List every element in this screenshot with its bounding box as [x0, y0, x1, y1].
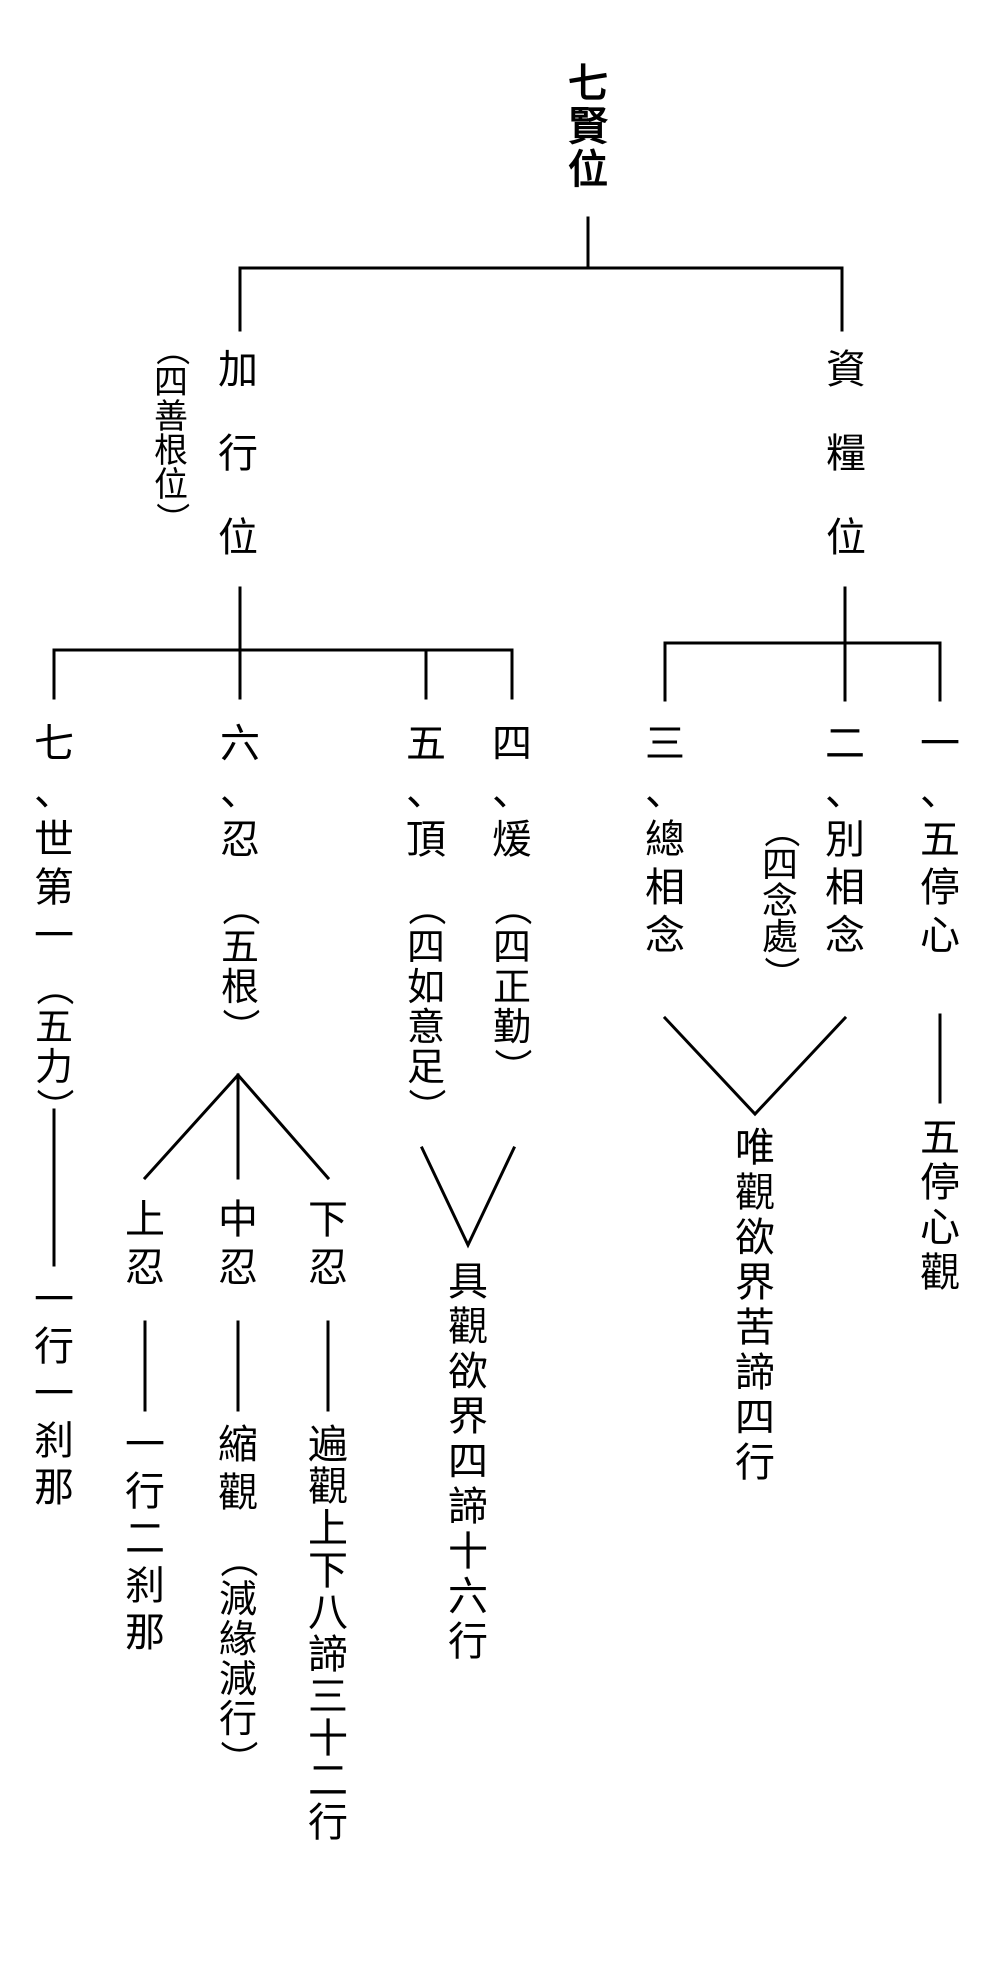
line-second-third-v [662, 1015, 848, 1117]
stage-sixth-name: 六、忍 [220, 721, 260, 863]
stage-fourth-note: （四正勤） [489, 887, 534, 1087]
stage-sixth-middle-name: 中忍 [218, 1197, 258, 1291]
second-third-practice: 唯觀欲界苦諦四行 [735, 1125, 775, 1486]
stage-fifth-note: （四如意足） [403, 887, 448, 1127]
prep-title: 加行位 [218, 347, 258, 561]
stage-fourth-name: 四、煖 [492, 721, 532, 863]
fourth-fifth-practice: 具觀欲界四諦十六行 [448, 1259, 488, 1665]
stage-sixth-middle-practice-note: （減緣減行） [215, 1539, 260, 1779]
stage-fifth-name: 五、頂 [406, 721, 446, 863]
provision-title: 資糧位 [826, 347, 866, 561]
stage-seventh-name: 七、世第一 [34, 721, 74, 959]
stage-second-note: （四念處） [759, 811, 801, 993]
stage-sixth-upper-name: 上忍 [125, 1197, 165, 1291]
stage-seventh-practice: 一行一刹那 [34, 1277, 74, 1511]
stage-sixth-lower-name: 下忍 [308, 1197, 348, 1291]
stage-sixth-note: （五根） [217, 887, 262, 1047]
stage-third-name: 三、總相念 [645, 721, 685, 959]
stage-first-name: 一、五停心 [920, 721, 960, 959]
stage-first-practice: 五停心觀 [920, 1115, 960, 1296]
stage-sixth-lower-practice: 遍觀上下八諦三十二行 [308, 1422, 348, 1846]
stage-sixth-upper-practice: 一行二刹那 [125, 1422, 165, 1656]
stage-second-name: 二、別相念 [825, 721, 865, 959]
prep-note: （四善根位） [151, 332, 191, 536]
line-fourth-fifth-v [420, 1146, 516, 1249]
stage-seventh-note: （五力） [31, 967, 76, 1127]
stage-sixth-middle-practice: 縮觀 [218, 1422, 258, 1516]
root-title: 七賢位 [568, 61, 608, 193]
